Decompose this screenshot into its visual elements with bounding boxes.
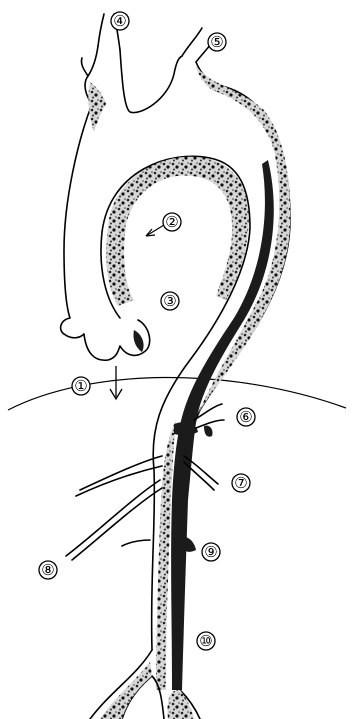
label-8: ⑧ (39, 561, 57, 579)
svg-text:④: ④ (113, 12, 126, 30)
svg-text:⑦: ⑦ (234, 474, 247, 492)
svg-text:⑤: ⑤ (210, 33, 223, 51)
svg-text:②: ② (165, 213, 178, 231)
svg-text:⑧: ⑧ (41, 561, 54, 579)
aorta-vessel (61, 14, 291, 690)
label-1: ① (72, 377, 90, 395)
label-10: ⑩ (197, 632, 215, 650)
svg-text:①: ① (74, 377, 87, 395)
label-6: ⑥ (237, 408, 255, 426)
svg-text:⑩: ⑩ (199, 632, 212, 650)
label-3: ③ (161, 292, 179, 310)
iliac-bifurcation (90, 650, 200, 719)
label-7: ⑦ (232, 474, 250, 492)
svg-text:⑨: ⑨ (204, 543, 217, 561)
svg-text:③: ③ (163, 292, 176, 310)
arch-thrombus (106, 157, 249, 306)
diaphragm-line (8, 377, 346, 410)
label-2: ② (163, 213, 181, 231)
label-9: ⑨ (202, 543, 220, 561)
pointer-arrow-1 (110, 366, 122, 399)
label-4: ④ (111, 12, 129, 30)
side-branches (66, 404, 224, 560)
svg-text:⑥: ⑥ (239, 408, 252, 426)
label-5: ⑤ (208, 33, 226, 51)
